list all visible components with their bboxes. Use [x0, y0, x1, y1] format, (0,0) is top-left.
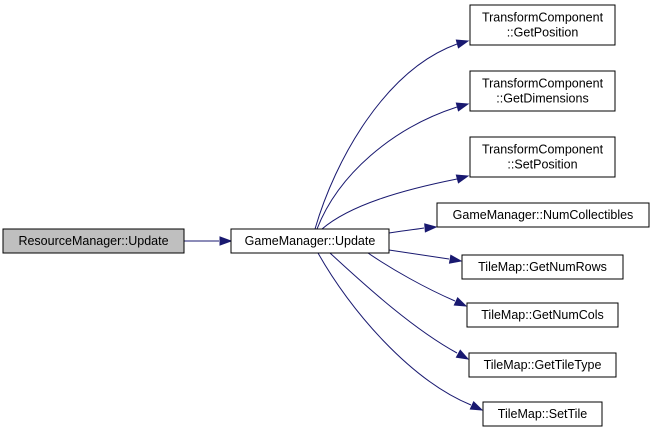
nodes-layer: ResourceManager::Update GameManager::Upda… [2, 4, 650, 427]
node-label: GameManager::Update [245, 234, 376, 248]
node-box [469, 4, 616, 46]
edge-game-manager-update-to-tilemap-set-tile [317, 252, 484, 411]
node-box [466, 302, 619, 328]
node-label: TileMap::GetNumRows [478, 260, 607, 274]
node-label: GameManager::NumCollectibles [453, 208, 634, 222]
arrowhead-icon [424, 223, 438, 233]
node-box [461, 254, 624, 280]
node-game-manager-update[interactable]: GameManager::Update [230, 228, 390, 254]
edges-layer [184, 39, 484, 411]
node-tilemap-get-num-cols[interactable]: TileMap::GetNumCols [466, 302, 619, 328]
node-label: TileMap::GetTileType [484, 358, 602, 372]
node-box [482, 401, 603, 427]
node-label: ::SetPosition [507, 158, 577, 172]
node-label: TileMap::GetNumCols [481, 308, 604, 322]
edge-line [367, 252, 456, 302]
node-label: ::GetPosition [507, 26, 579, 40]
node-tilemap-get-tile-type[interactable]: TileMap::GetTileType [468, 352, 617, 378]
edge-game-manager-update-to-tilemap-get-num-cols [367, 252, 468, 307]
node-label: TransformComponent [482, 143, 604, 157]
edge-line [316, 106, 458, 230]
edge-line [314, 43, 458, 230]
edge-line [329, 252, 458, 354]
edge-resource-manager-update-to-game-manager-update [184, 236, 233, 246]
node-transform-get-dimensions[interactable]: TransformComponent::GetDimensions [469, 70, 616, 112]
edge-game-manager-update-to-game-manager-num-collectibles [388, 223, 438, 234]
edge-line [388, 249, 450, 260]
arrowhead-icon [455, 39, 470, 49]
arrowhead-icon [455, 102, 470, 112]
arrowhead-icon [453, 296, 468, 307]
node-transform-set-position[interactable]: TransformComponent::SetPosition [469, 136, 616, 178]
edge-game-manager-update-to-tilemap-get-tile-type [329, 252, 470, 360]
node-label: ResourceManager::Update [18, 234, 168, 248]
node-label: TileMap::SetTile [498, 407, 587, 421]
arrowhead-icon [469, 400, 484, 411]
node-resource-manager-update: ResourceManager::Update [2, 228, 185, 254]
arrowhead-icon [219, 236, 233, 246]
edge-line [388, 227, 425, 234]
edge-game-manager-update-to-transform-get-dimensions [316, 102, 470, 230]
node-box [2, 228, 185, 254]
node-box [230, 228, 390, 254]
edge-line [317, 252, 472, 406]
node-transform-get-position[interactable]: TransformComponent::GetPosition [469, 4, 616, 46]
node-box [469, 70, 616, 112]
node-label: ::GetDimensions [496, 92, 588, 106]
node-label: TransformComponent [482, 11, 604, 25]
edge-game-manager-update-to-transform-set-position [321, 174, 470, 230]
edge-game-manager-update-to-transform-get-position [314, 39, 470, 230]
node-tilemap-set-tile[interactable]: TileMap::SetTile [482, 401, 603, 427]
node-game-manager-num-collectibles[interactable]: GameManager::NumCollectibles [436, 202, 650, 228]
node-box [436, 202, 650, 228]
edge-line [321, 178, 458, 230]
edge-game-manager-update-to-tilemap-get-num-rows [388, 249, 463, 264]
node-label: TransformComponent [482, 77, 604, 91]
node-box [468, 352, 617, 378]
node-tilemap-get-num-rows[interactable]: TileMap::GetNumRows [461, 254, 624, 280]
arrowhead-icon [448, 254, 463, 264]
arrowhead-icon [455, 349, 470, 360]
node-box [469, 136, 616, 178]
arrowhead-icon [455, 174, 470, 184]
